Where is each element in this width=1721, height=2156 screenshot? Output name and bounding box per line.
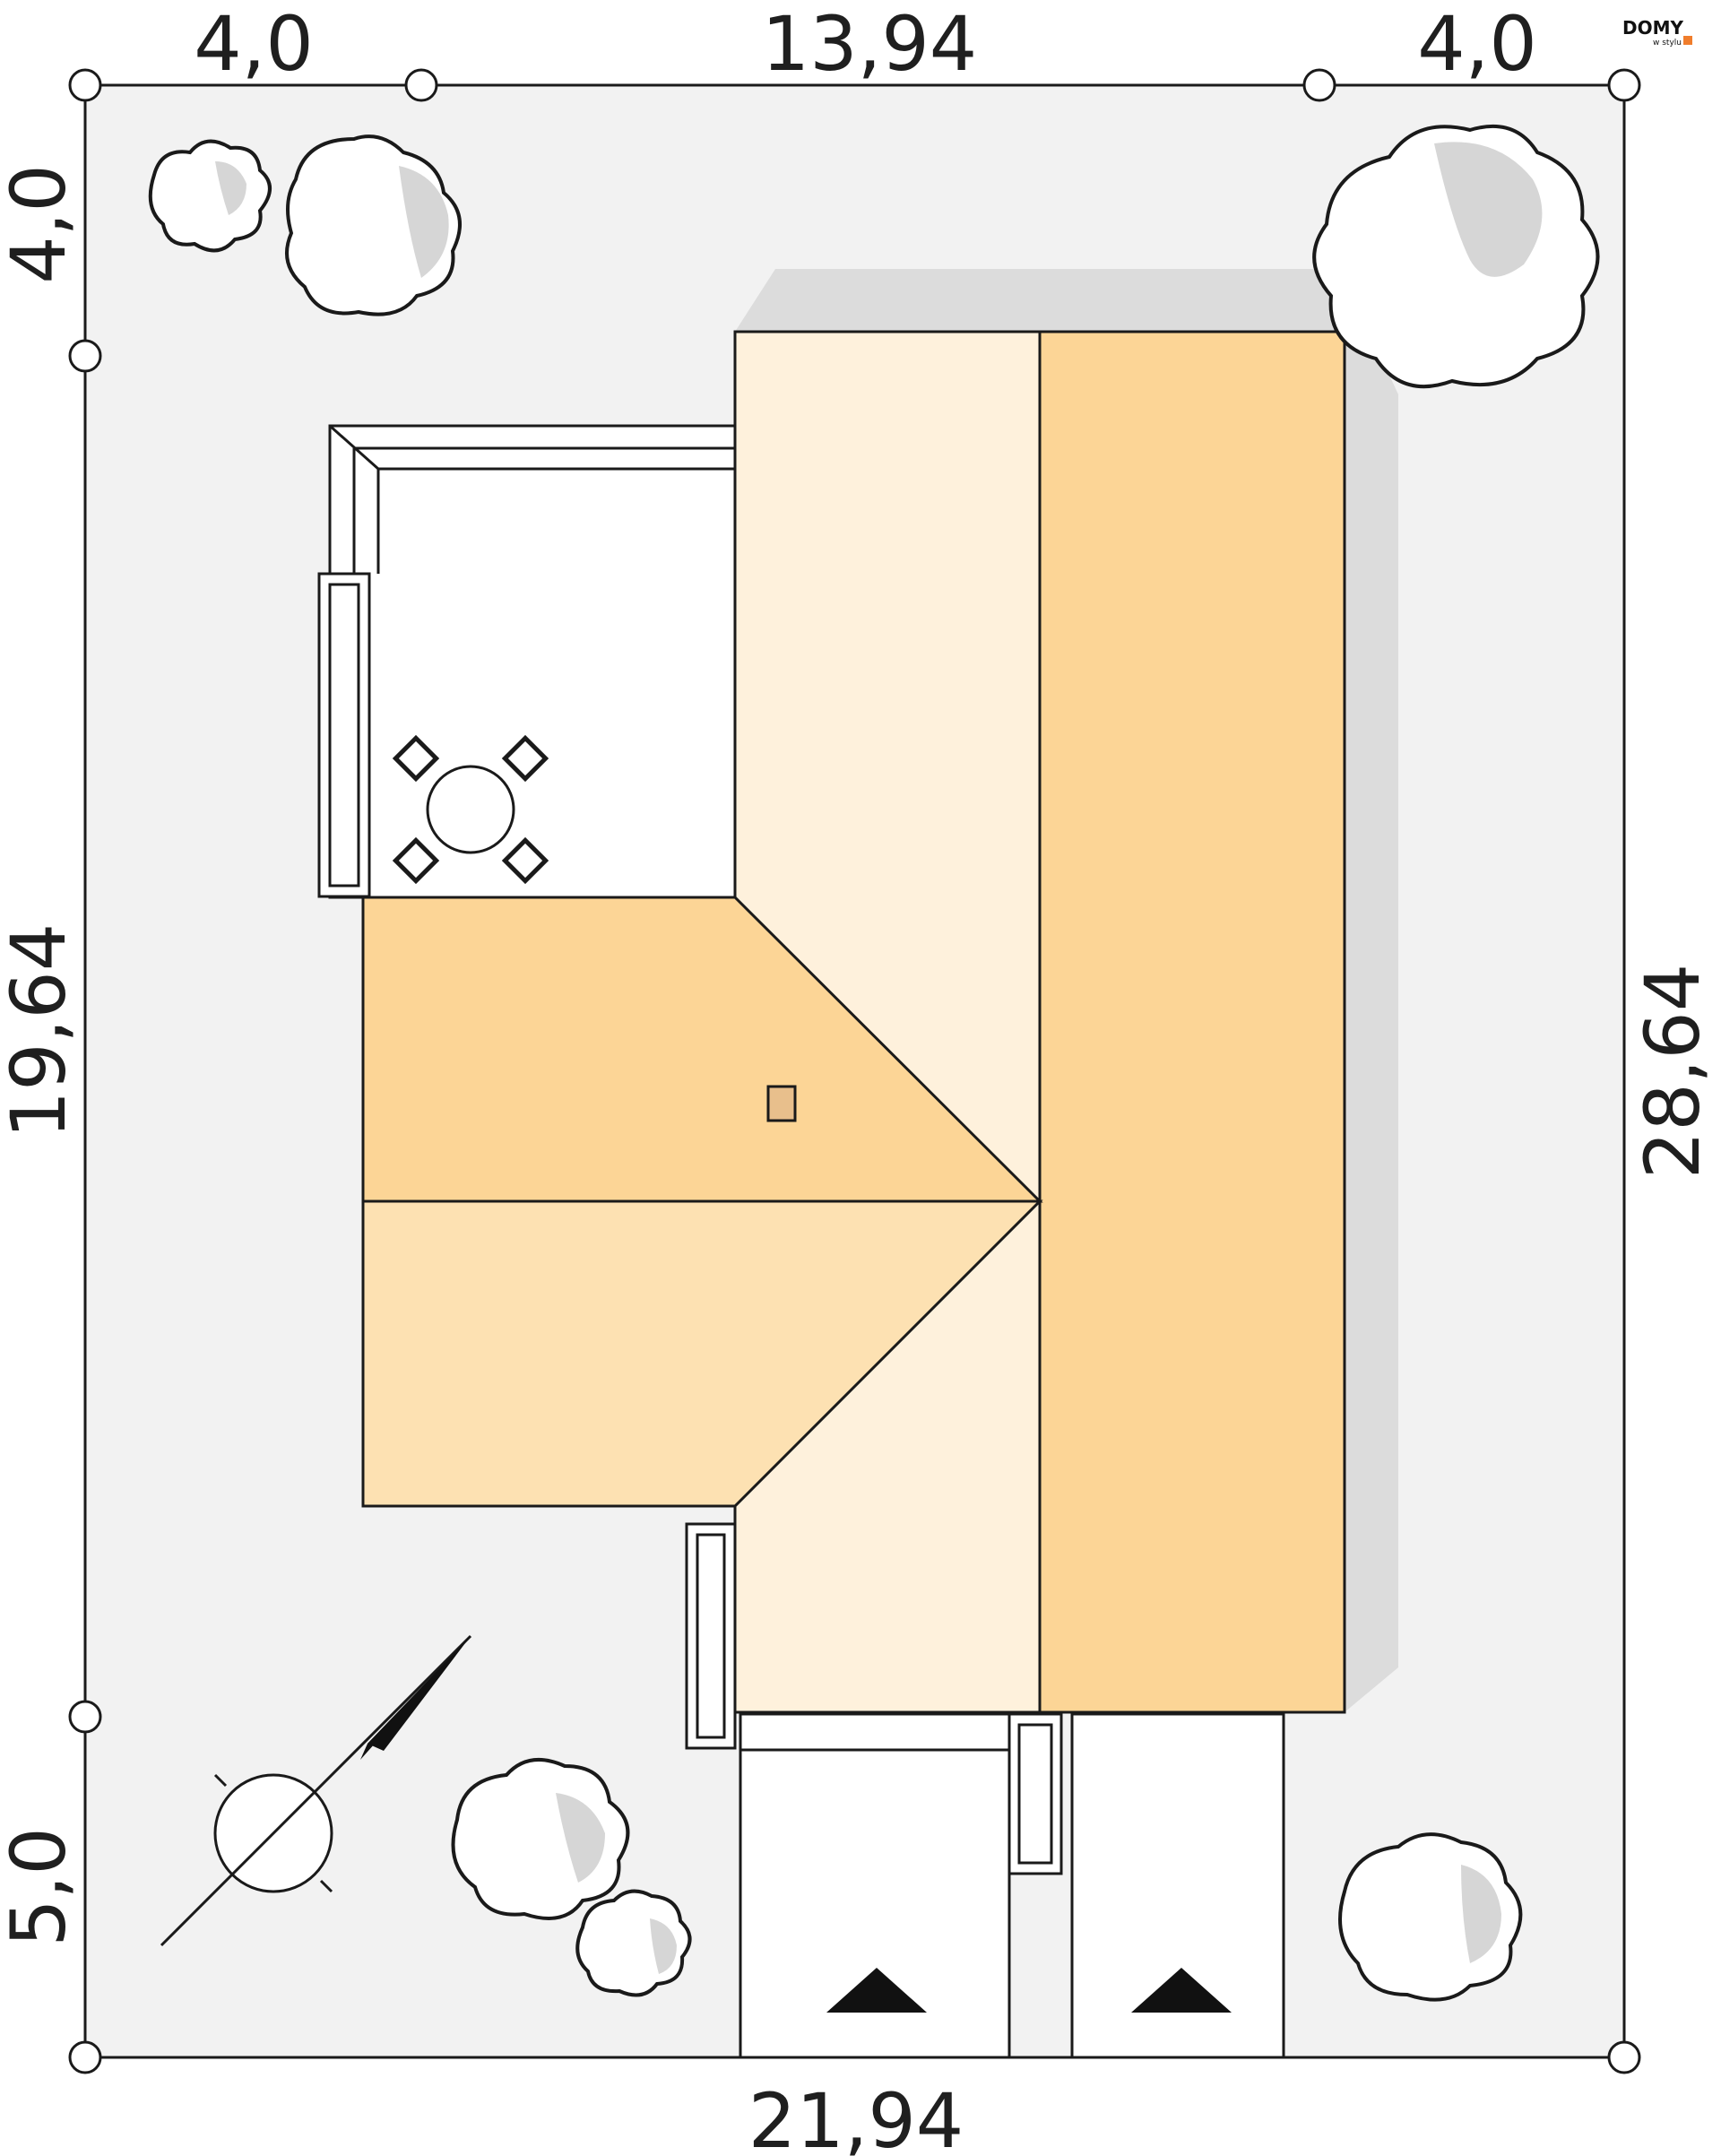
tree-icon [575, 1889, 692, 1997]
logo-text: DOMY [1622, 17, 1684, 39]
terrace-planter [317, 572, 371, 898]
tree-icon [1338, 1832, 1523, 2002]
entrance-planter-inner [696, 1533, 726, 1739]
tree-icon [1312, 124, 1600, 389]
tree-icon [285, 134, 462, 316]
logo-sub: w stylu [1653, 39, 1682, 48]
parking-arrow-icon [826, 1968, 927, 2013]
tree-icon [148, 139, 272, 253]
path-strip [739, 1712, 1011, 1752]
table-with-chairs-icon [392, 734, 549, 885]
north-arrow-icon [160, 1634, 472, 1947]
terrace-corner [329, 424, 379, 471]
dim-top-middle: 13,94 [762, 0, 977, 88]
dim-left-bottom: 5,0 [0, 1827, 82, 1947]
logo: DOMY w stylu [1622, 17, 1692, 48]
roof-main-dark [1038, 330, 1346, 1714]
dim-right: 28,64 [1629, 964, 1717, 1179]
entrance-planter [685, 1522, 737, 1750]
dim-top-right: 4,0 [1417, 0, 1537, 88]
driveway-planter-inner [1017, 1723, 1053, 1865]
dim-left-top: 4,0 [0, 164, 82, 284]
logo-accent [1683, 36, 1692, 45]
dim-bottom: 21,94 [748, 2077, 964, 2156]
dimension-markers [68, 68, 1641, 2074]
terrace [328, 424, 737, 899]
tree-icon [451, 1758, 630, 1920]
dim-top-left: 4,0 [194, 0, 314, 88]
chimney-icon [766, 1085, 797, 1122]
terrace-planter-inner [328, 583, 360, 888]
parking-arrow-icon [1131, 1968, 1232, 2013]
dim-left-middle: 19,64 [0, 923, 82, 1139]
driveway-planter [1008, 1712, 1063, 1875]
